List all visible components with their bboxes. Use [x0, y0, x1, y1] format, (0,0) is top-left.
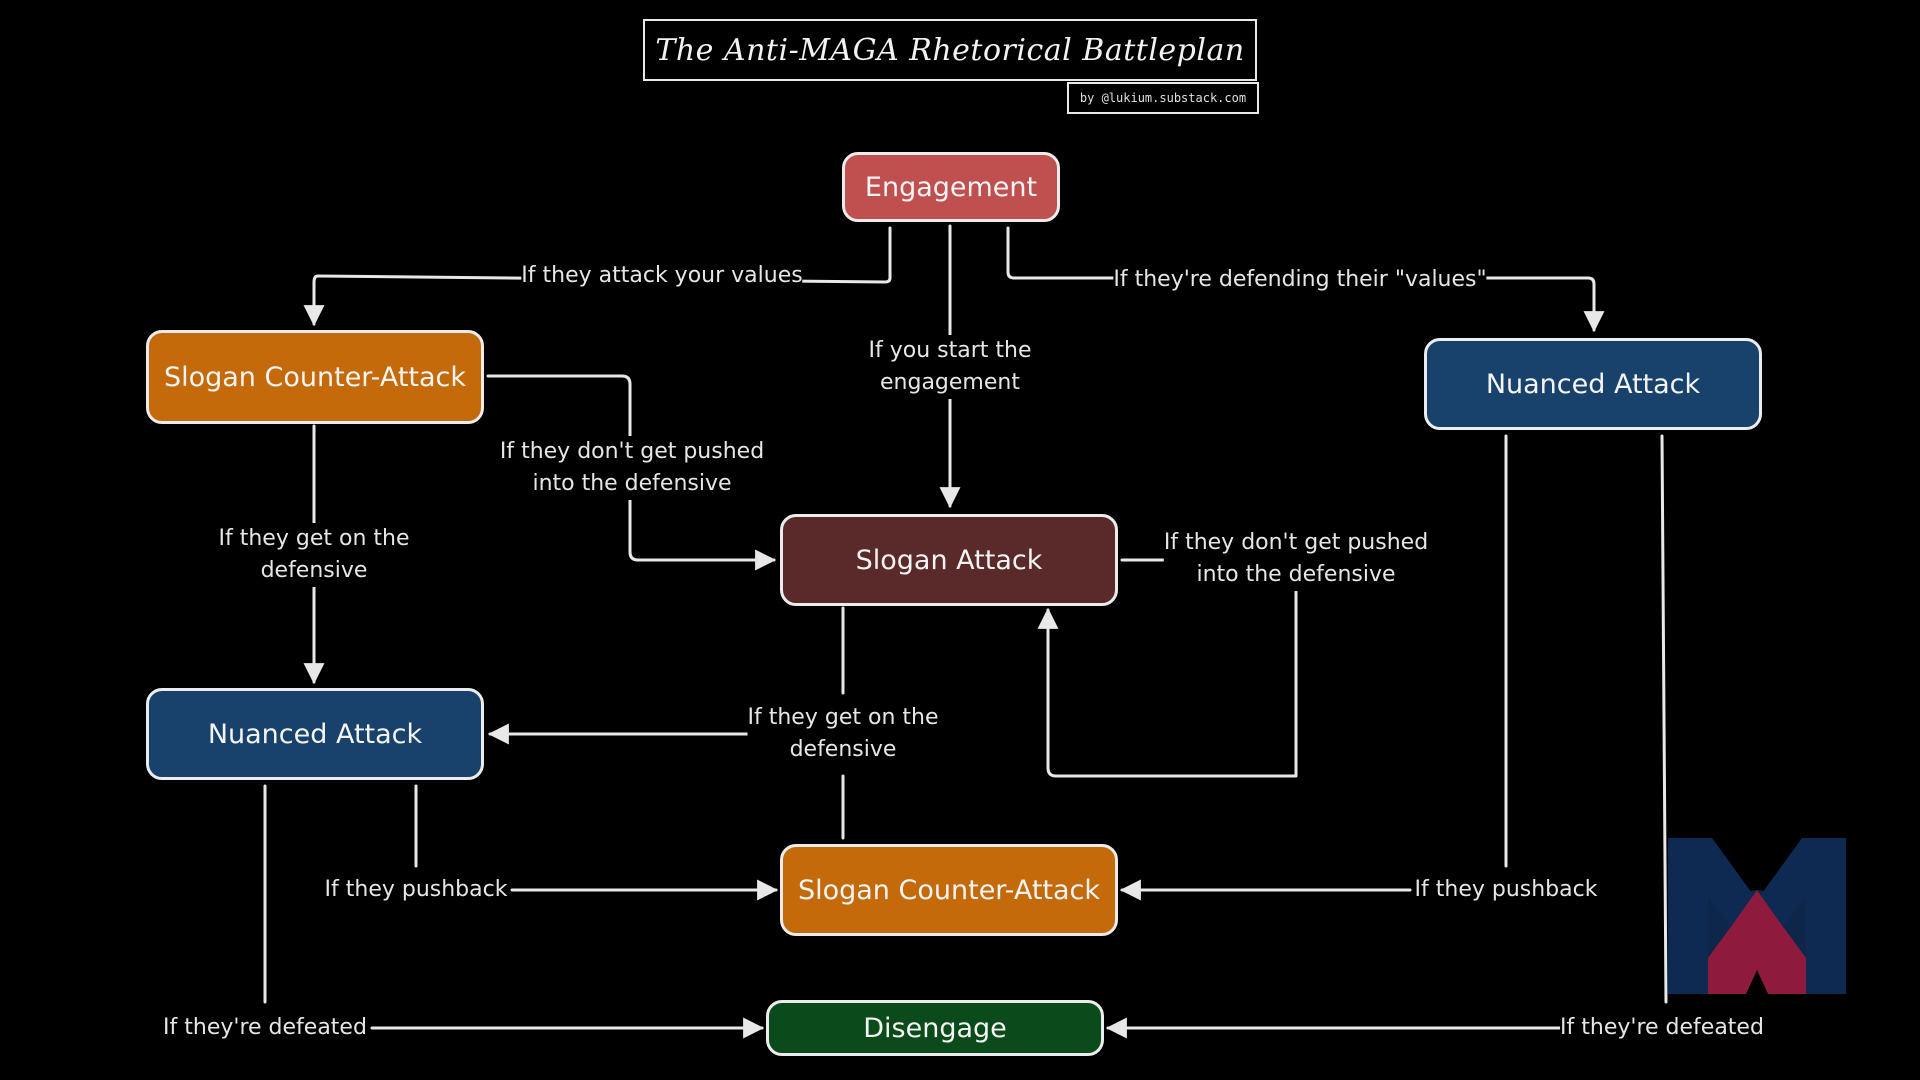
label-not-pushed-left: If they don't get pushed into the defens…: [499, 436, 765, 500]
label-attack-values: If they attack your values: [521, 260, 803, 292]
edge-pushback-left: [414, 784, 776, 890]
label-pushback-left: If they pushback: [324, 874, 508, 906]
edge-pushback-right: [1122, 434, 1508, 890]
diagram-title: The Anti-MAGA Rhetorical Battleplan: [643, 19, 1257, 81]
label-defeated-right: If they're defeated: [1560, 1012, 1764, 1044]
label-not-pushed-right: If they don't get pushed into the defens…: [1163, 527, 1429, 591]
label-defensive-center: If they get on the defensive: [747, 702, 939, 766]
label-defending-values: If they're defending their "values": [1113, 264, 1487, 296]
node-nuanced-attack-right: Nuanced Attack: [1424, 338, 1762, 430]
mm-logo-icon: [1668, 838, 1846, 994]
node-engagement: Engagement: [842, 152, 1060, 222]
node-slogan-attack: Slogan Attack: [780, 514, 1118, 606]
node-nuanced-attack-left: Nuanced Attack: [146, 688, 484, 780]
node-slogan-counter-attack-left: Slogan Counter-Attack: [146, 330, 484, 424]
label-you-start: If you start the engagement: [868, 335, 1032, 399]
label-defensive-left: If they get on the defensive: [218, 523, 410, 587]
byline: by @lukium.substack.com: [1067, 82, 1259, 114]
node-disengage: Disengage: [766, 1000, 1104, 1056]
edge-defeated-right: [1108, 434, 1668, 1028]
edge-not-pushed-right: [1037, 558, 1298, 778]
label-pushback-right: If they pushback: [1414, 874, 1598, 906]
node-slogan-counter-attack-bottom: Slogan Counter-Attack: [780, 844, 1118, 936]
label-defeated-left: If they're defeated: [163, 1012, 367, 1044]
edge-defeated-left: [263, 784, 762, 1028]
